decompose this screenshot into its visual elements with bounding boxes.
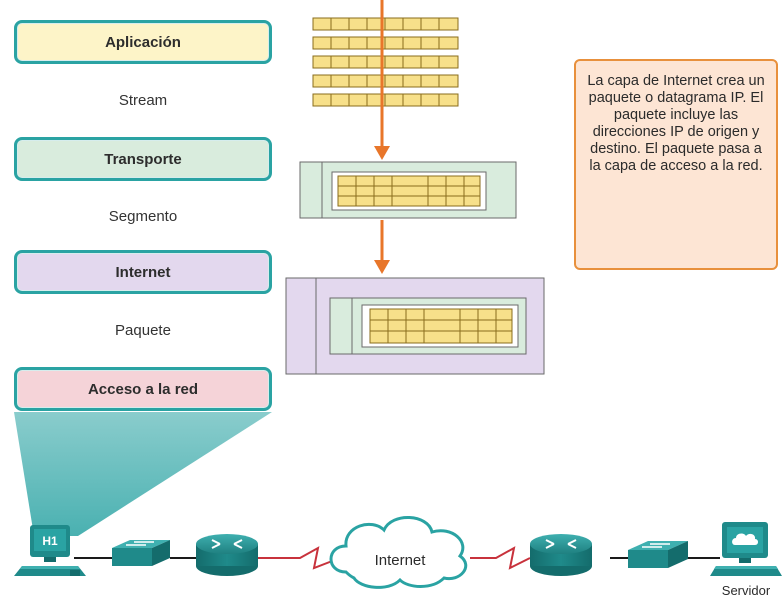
segment-pdu <box>299 161 517 219</box>
layer-transport: Transporte <box>14 137 272 181</box>
router-right-icon <box>530 534 592 576</box>
wan-serial-link-right <box>470 546 531 570</box>
pdu-segment-label: Segmento <box>108 208 178 225</box>
layer-transport-label: Transporte <box>104 150 182 168</box>
switch-left-icon <box>112 540 170 566</box>
layer-projection-beam <box>14 412 272 536</box>
packet-pdu <box>285 277 545 375</box>
host-h1-label: H1 <box>42 534 58 548</box>
layer-internet: Internet <box>14 250 272 294</box>
layer-network-access-label: Acceso a la red <box>87 380 199 398</box>
internet-cloud-icon <box>329 516 468 589</box>
server-icon <box>710 522 782 576</box>
layer-application-label: Aplicación <box>105 33 181 51</box>
host-h1-icon <box>14 525 86 576</box>
router-left-icon <box>196 534 258 576</box>
layer-network-access: Acceso a la red <box>14 367 272 411</box>
layer-internet-label: Internet <box>115 263 171 281</box>
layer-application: Aplicación <box>14 20 272 64</box>
callout-box: La capa de Internet crea un paquete o da… <box>574 59 778 270</box>
switch-right-icon <box>628 541 688 568</box>
wan-serial-link-left <box>258 546 341 570</box>
pdu-stream-label: Stream <box>118 92 168 109</box>
internet-cloud-label: Internet <box>375 552 427 569</box>
pdu-packet-label: Paquete <box>115 322 171 339</box>
server-label: Servidor <box>722 583 771 598</box>
stream-data-bricks <box>312 17 459 107</box>
encapsulation-arrow <box>374 0 390 274</box>
